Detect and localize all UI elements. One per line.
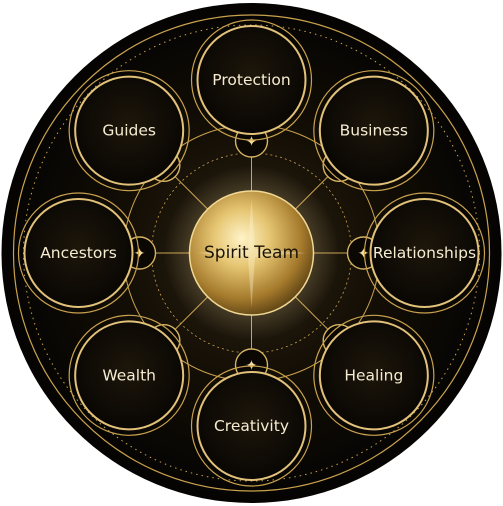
node-label: Protection bbox=[212, 71, 290, 89]
compass-star-icon: ✦ bbox=[246, 134, 258, 150]
node-protection: Protection bbox=[190, 19, 313, 141]
node-circle bbox=[23, 198, 134, 308]
node-circle bbox=[196, 371, 307, 481]
node-ring: ProtectionBusinessRelationshipsHealingCr… bbox=[17, 19, 486, 487]
node-wealth: Wealth bbox=[68, 314, 190, 436]
node-healing: Healing bbox=[313, 314, 435, 436]
node-label: Wealth bbox=[102, 366, 156, 384]
node-label: Relationships bbox=[373, 244, 476, 262]
node-label: Ancestors bbox=[40, 244, 117, 262]
node-circle bbox=[369, 198, 480, 308]
outer-ring bbox=[12, 14, 491, 492]
node-outer-ring bbox=[68, 70, 190, 192]
node-outer-ring bbox=[313, 314, 435, 436]
node-label: Guides bbox=[102, 122, 156, 140]
center-orb bbox=[188, 190, 315, 316]
node-outer-ring bbox=[313, 70, 435, 192]
node-business: Business bbox=[313, 70, 435, 192]
node-outer-ring bbox=[363, 192, 486, 314]
node-outer-ring bbox=[68, 314, 190, 436]
compass-star-icon: ✦ bbox=[358, 246, 370, 262]
center-label: Spirit Team bbox=[204, 243, 299, 263]
node-outer-ring bbox=[190, 365, 313, 487]
node-label: Business bbox=[340, 122, 408, 140]
node-outer-ring bbox=[17, 192, 140, 314]
node-relationships: Relationships bbox=[363, 192, 486, 314]
node-outer-ring bbox=[190, 19, 313, 141]
compass-star-icon: ✦ bbox=[134, 246, 146, 262]
node-circle bbox=[196, 25, 307, 135]
node-creativity: Creativity bbox=[190, 365, 313, 487]
node-label: Creativity bbox=[214, 417, 289, 435]
node-circle bbox=[74, 320, 185, 431]
node-circle bbox=[318, 320, 429, 431]
node-circle bbox=[74, 75, 185, 186]
node-label: Healing bbox=[344, 366, 403, 384]
node-guides: Guides bbox=[68, 70, 190, 192]
center-star-icon bbox=[197, 198, 306, 308]
node-circle bbox=[318, 75, 429, 186]
node-ancestors: Ancestors bbox=[17, 192, 140, 314]
